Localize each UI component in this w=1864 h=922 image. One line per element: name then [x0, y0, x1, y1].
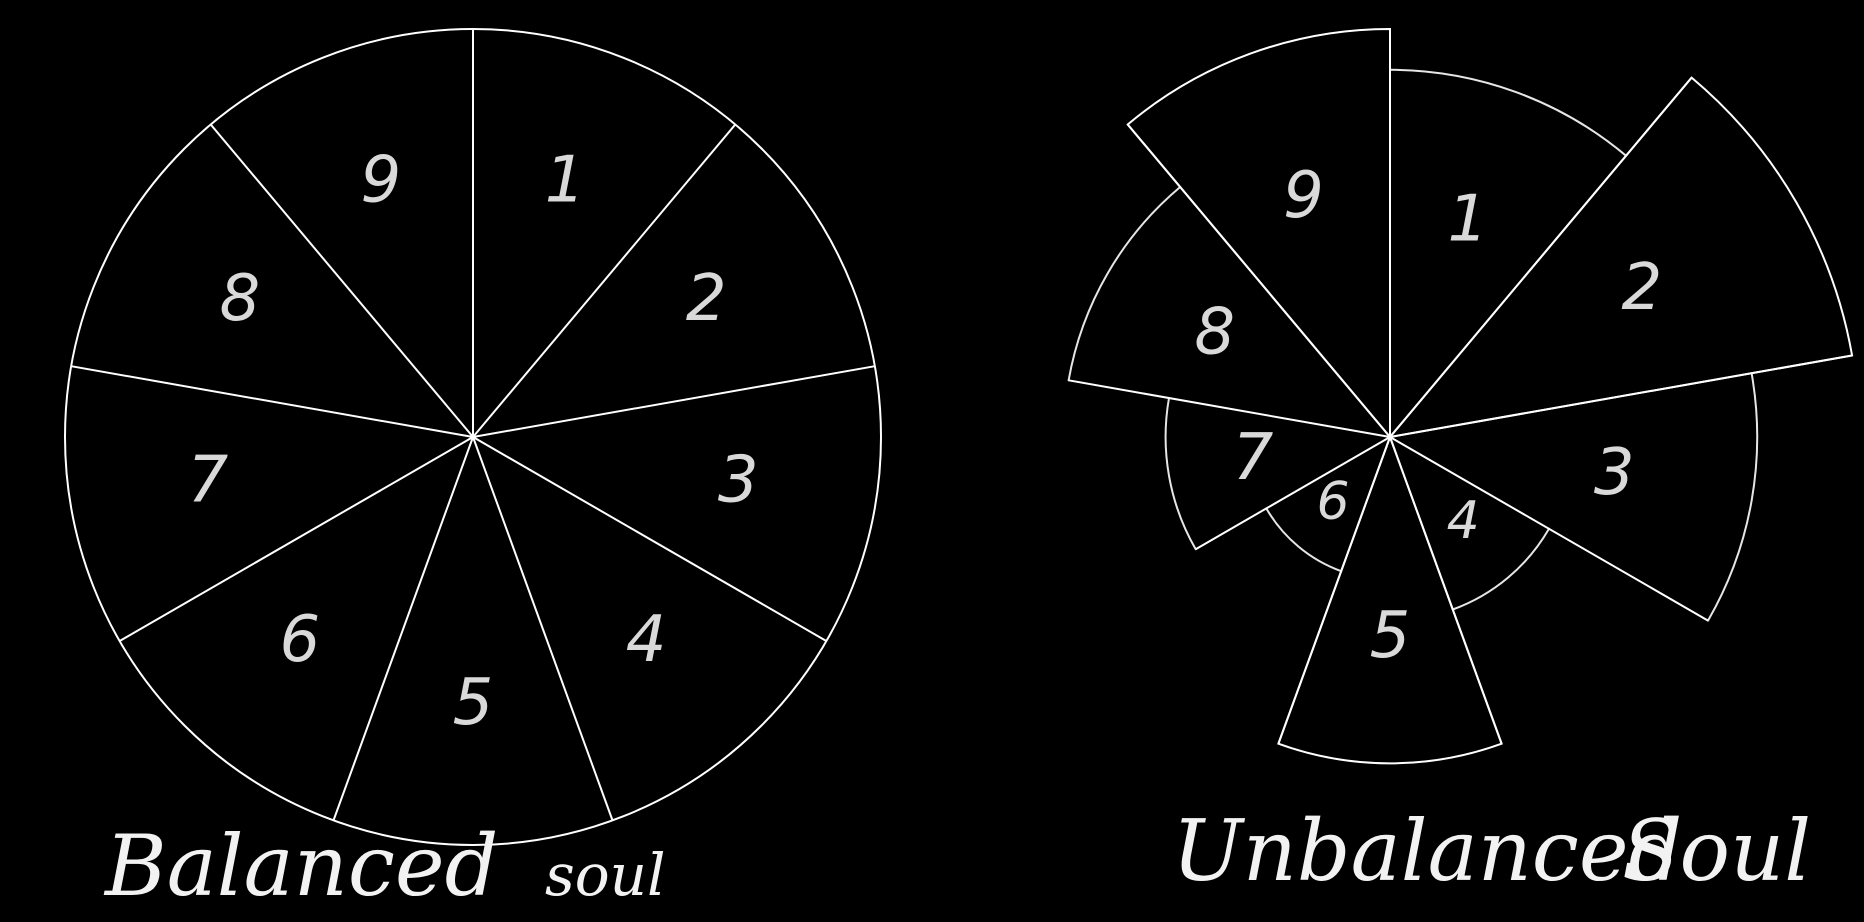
unbalanced-divider-8 [1068, 379, 1391, 438]
unbalanced-segment-arc-6 [1265, 507, 1343, 573]
unbalanced-segment-label-8: 8 [1194, 295, 1235, 369]
balanced-divider-3 [472, 365, 875, 438]
unbalanced-divider-2 [1389, 76, 1693, 438]
unbalanced-segment-label-2: 2 [1622, 251, 1663, 325]
balanced-divider-7 [119, 436, 474, 642]
unbalanced-segment-arc-4 [1451, 527, 1550, 611]
unbalanced-segment-arc-3 [1707, 372, 1759, 622]
unbalanced-divider-3 [1389, 354, 1853, 438]
balanced-segment-label-5: 5 [453, 666, 494, 740]
balanced-divider-9 [209, 123, 474, 438]
unbalanced-caption: Unbalanced [1172, 802, 1682, 900]
unbalanced-divider-9 [1126, 123, 1391, 438]
unbalanced-segment-arc-1 [1389, 68, 1627, 157]
balanced-caption-tail: soul [545, 841, 666, 909]
unbalanced-caption-tail: Soul [1622, 802, 1811, 900]
balanced-divider-4 [472, 436, 827, 642]
unbalanced-divider-4 [1389, 436, 1709, 622]
unbalanced-segment-label-6: 6 [1317, 472, 1350, 532]
balanced-segment-label-8: 8 [219, 262, 260, 336]
unbalanced-divider-6 [1277, 436, 1391, 745]
unbalanced-segment-2 [1387, 76, 1854, 439]
balanced-segment-label-3: 3 [718, 443, 759, 517]
unbalanced-segment-label-3: 3 [1594, 436, 1635, 510]
balanced-wheel: 1 2 3 4 5 6 7 8 9 [64, 28, 882, 846]
balanced-segment-label-9: 9 [361, 144, 402, 218]
balanced-divider-2 [472, 123, 737, 438]
balanced-caption: Balanced [103, 817, 498, 915]
unbalanced-segment-9 [1126, 27, 1391, 440]
unbalanced-segment-label-5: 5 [1370, 599, 1411, 673]
balanced-segment-label-4: 4 [626, 603, 667, 677]
unbalanced-segment-5 [1277, 434, 1503, 765]
unbalanced-divider-7 [1195, 436, 1391, 551]
balanced-divider-6 [332, 436, 474, 821]
balanced-segment-label-6: 6 [280, 603, 321, 677]
unbalanced-segment-label-7: 7 [1233, 421, 1274, 495]
balanced-segment-label-1: 1 [545, 144, 586, 218]
balanced-segment-label-7: 7 [187, 443, 228, 517]
balanced-divider-8 [71, 365, 474, 438]
unbalanced-segment-arc-7 [1164, 397, 1197, 551]
balanced-segment-label-2: 2 [686, 262, 727, 336]
unbalanced-segment-arc-8 [1067, 186, 1182, 382]
balanced-divider-5 [472, 436, 614, 821]
unbalanced-segment-label-1: 1 [1448, 183, 1489, 257]
unbalanced-segment-label-4: 4 [1447, 491, 1480, 551]
unbalanced-segment-label-9: 9 [1283, 159, 1324, 233]
unbalanced-divider-5 [1389, 436, 1503, 745]
